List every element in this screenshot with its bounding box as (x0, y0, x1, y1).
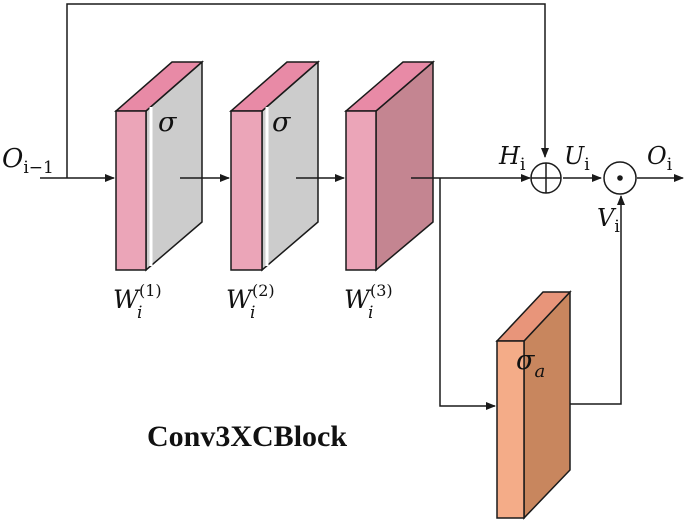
weight-1-sub: i (137, 303, 142, 323)
conv-layer-1: σ (114, 60, 204, 272)
h-label: Hi (498, 142, 526, 175)
v-label: Vi (597, 204, 620, 237)
multiply-dot (617, 175, 623, 181)
multiply-node (603, 161, 637, 195)
weight-1-base: W (113, 285, 141, 314)
weight-3-base: W (344, 285, 372, 314)
weight-label-3: W i (3) (344, 281, 393, 323)
weight-label-2: W i (2) (226, 281, 275, 323)
layer-1-activation: σ (158, 107, 178, 138)
weight-3-sup: (3) (370, 281, 393, 300)
weight-label-1: W i (1) (113, 281, 162, 323)
attention-layer: σa (495, 290, 572, 520)
output-label: Oi (647, 142, 673, 175)
attention-front-face (496, 340, 525, 519)
layer-2-activation: σ (272, 107, 292, 138)
weight-2-sub: i (250, 303, 255, 323)
branch-to-attention-arrow (439, 178, 496, 410)
u-label: Ui (564, 142, 590, 175)
weight-3-sub: i (368, 303, 373, 323)
weight-1-sup: (1) (139, 281, 162, 300)
weight-2-sup: (2) (252, 281, 275, 300)
attention-to-multiply-arrow (570, 195, 625, 405)
layer-2-front-face (230, 110, 263, 271)
layer-3-front-face (345, 110, 377, 271)
connections (40, 3, 684, 410)
diagram-title: Conv3XCBlock (147, 420, 347, 453)
layer-1-front-face (115, 110, 147, 271)
input-label: Oi−1 (2, 144, 54, 178)
conv-layer-3 (343, 60, 436, 272)
weight-2-base: W (226, 285, 254, 314)
add-node (530, 162, 562, 194)
attention-activation: σa (516, 345, 545, 382)
conv-layer-2: σ (229, 60, 320, 272)
skip-connection-arrow (66, 3, 549, 178)
